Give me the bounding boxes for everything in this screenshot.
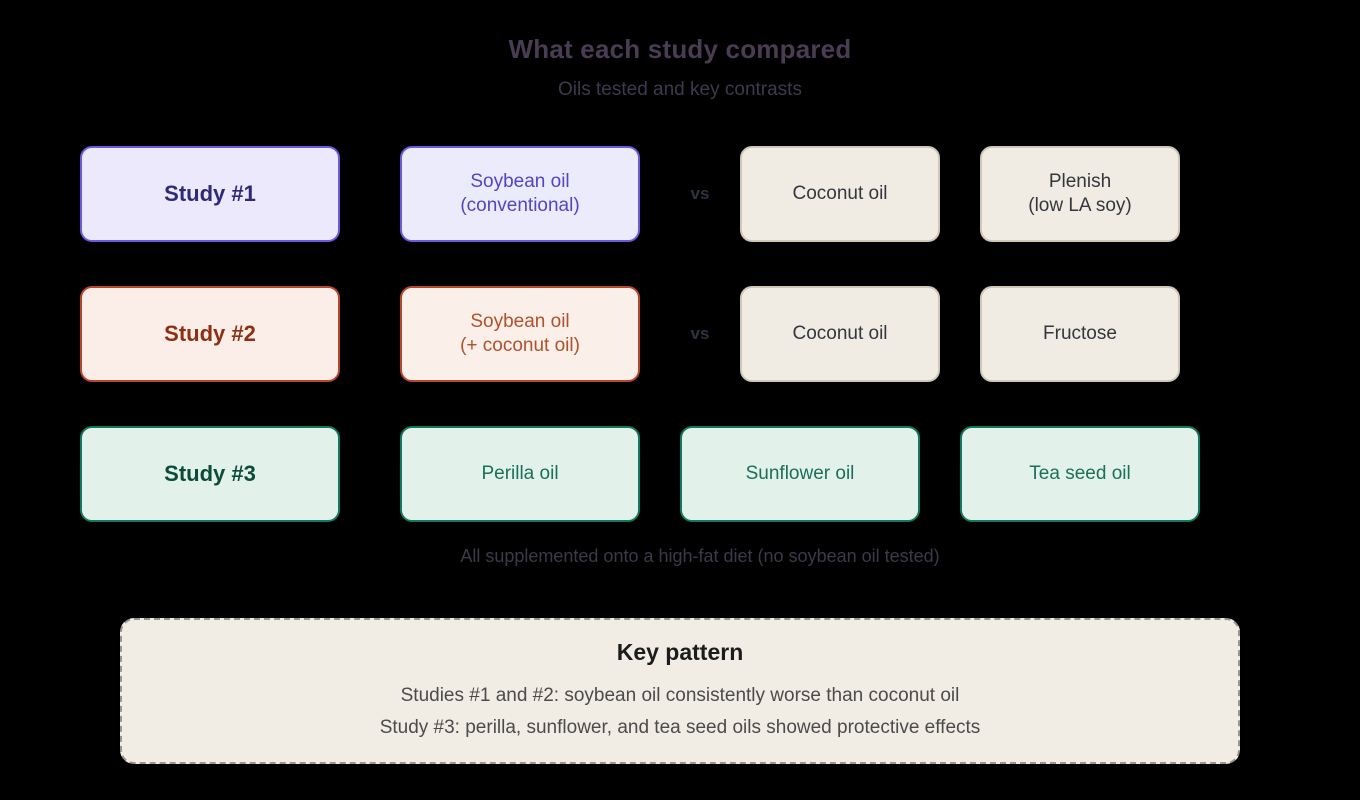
oil-card-study2-soybean[interactable]: Soybean oil (+ coconut oil) bbox=[400, 286, 640, 382]
comparator-card-study1-plenish[interactable]: Plenish (low LA soy) bbox=[980, 146, 1180, 242]
study-label-card-2[interactable]: Study #2 bbox=[80, 286, 340, 382]
oil-card-study3-teaseed[interactable]: Tea seed oil bbox=[960, 426, 1200, 522]
oil-card-study3-sunflower[interactable]: Sunflower oil bbox=[680, 426, 920, 522]
diet-footnote: All supplemented onto a high-fat diet (n… bbox=[460, 546, 940, 566]
key-pattern-panel: Key pattern Studies #1 and #2: soybean o… bbox=[120, 618, 1240, 764]
page-subtitle: Oils tested and key contrasts bbox=[558, 79, 802, 100]
study-label-card-3[interactable]: Study #3 bbox=[80, 426, 340, 522]
comparator-card-study2-coconut[interactable]: Coconut oil bbox=[740, 286, 940, 382]
oil-card-line-1: Soybean oil bbox=[470, 170, 570, 192]
key-pattern-line-2: Study #3: perilla, sunflower, and tea se… bbox=[379, 716, 981, 738]
oil-card-line-1: Sunflower oil bbox=[745, 462, 855, 484]
oil-card-study1-soybean[interactable]: Soybean oil (conventional) bbox=[400, 146, 640, 242]
key-pattern-line-1: Studies #1 and #2: soybean oil consisten… bbox=[400, 684, 960, 706]
study-label-card-1[interactable]: Study #1 bbox=[80, 146, 340, 242]
vs-separator-1: vs bbox=[680, 146, 720, 242]
vs-separator-label: vs bbox=[690, 324, 710, 343]
study-label-text: Study #3 bbox=[164, 460, 256, 486]
oil-card-line-1: Tea seed oil bbox=[1029, 462, 1131, 484]
study-label-text: Study #2 bbox=[164, 320, 256, 346]
oil-card-line-1: Perilla oil bbox=[481, 462, 559, 484]
comparator-card-line-1: Plenish bbox=[1048, 170, 1112, 192]
comparator-card-line-1: Fructose bbox=[1043, 322, 1117, 344]
comparator-card-line-1: Coconut oil bbox=[792, 182, 888, 204]
study-row-1: Study #1 Soybean oil (conventional) vs C… bbox=[0, 146, 1360, 242]
study-row-3: Study #3 Perilla oil Sunflower oil Tea s… bbox=[0, 426, 1360, 522]
comparator-card-study2-fructose[interactable]: Fructose bbox=[980, 286, 1180, 382]
comparator-card-line-1: Coconut oil bbox=[792, 322, 888, 344]
oil-card-line-1: Soybean oil bbox=[470, 310, 570, 332]
oil-card-line-2: (conventional) bbox=[460, 195, 580, 216]
vs-separator-2: vs bbox=[680, 286, 720, 382]
comparator-card-line-2: (low LA soy) bbox=[1028, 195, 1132, 216]
study-label-text: Study #1 bbox=[164, 180, 256, 206]
oil-card-study3-perilla[interactable]: Perilla oil bbox=[400, 426, 640, 522]
comparator-card-study1-coconut[interactable]: Coconut oil bbox=[740, 146, 940, 242]
key-pattern-title: Key pattern bbox=[616, 638, 744, 665]
vs-separator-label: vs bbox=[690, 184, 710, 203]
page-title: What each study compared bbox=[508, 34, 852, 64]
oil-card-line-2: (+ coconut oil) bbox=[460, 335, 580, 356]
study-row-2: Study #2 Soybean oil (+ coconut oil) vs … bbox=[0, 286, 1360, 382]
